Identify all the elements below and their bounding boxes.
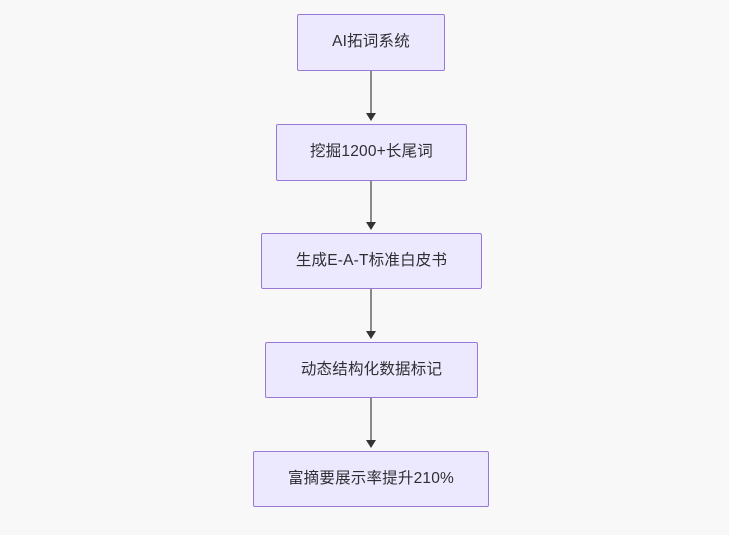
flow-node-mine-longtail-keywords[interactable]: 挖掘1200+长尾词 — [276, 124, 467, 181]
flow-node-label: AI拓词系统 — [332, 33, 410, 51]
flow-node-rich-snippet-impression-lift[interactable]: 富摘要展示率提升210% — [253, 451, 489, 507]
down-arrow-icon — [366, 331, 376, 339]
down-arrow-icon — [366, 113, 376, 121]
flow-edge-n1-n2 — [370, 181, 372, 224]
flow-edge-n3-n4 — [370, 398, 372, 442]
down-arrow-icon — [366, 440, 376, 448]
down-arrow-icon — [366, 222, 376, 230]
flow-node-label: 富摘要展示率提升210% — [287, 469, 455, 487]
flow-node-label: 挖掘1200+长尾词 — [309, 143, 434, 161]
flow-node-generate-eat-whitepaper[interactable]: 生成E-A-T标准白皮书 — [261, 233, 482, 289]
flow-node-dynamic-structured-data-markup[interactable]: 动态结构化数据标记 — [265, 342, 478, 398]
flow-node-ai-keyword-system[interactable]: AI拓词系统 — [297, 14, 445, 71]
flow-node-label: 生成E-A-T标准白皮书 — [295, 251, 448, 269]
flow-edge-n2-n3 — [370, 289, 372, 333]
flow-node-label: 动态结构化数据标记 — [300, 360, 443, 378]
flow-edge-n0-n1 — [370, 71, 372, 115]
